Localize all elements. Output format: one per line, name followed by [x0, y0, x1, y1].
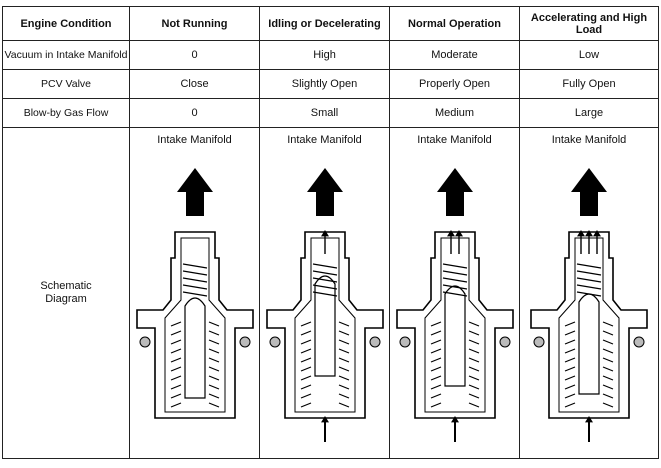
header-row: Engine Condition Not Running Idling or D… — [2, 6, 659, 41]
table-cell: Medium — [389, 98, 520, 128]
outflow-arrow-icon — [571, 168, 607, 216]
pcv-valve-table: Engine Condition Not Running Idling or D… — [2, 6, 659, 459]
intake-manifold-label: Intake Manifold — [417, 134, 492, 146]
table-cell: Slightly Open — [259, 69, 390, 99]
table-row: PCV Valve Close Slightly Open Properly O… — [2, 69, 659, 99]
valve-plunger — [314, 275, 336, 377]
row-label-blowby: Blow-by Gas Flow — [2, 98, 130, 128]
flow-arrow-head-icon — [321, 230, 329, 237]
table-cell: Properly Open — [389, 69, 520, 99]
schematic-cell-idling: Intake Manifold — [259, 127, 390, 459]
header-accelerating: Accelerating and High Load — [519, 6, 659, 41]
lower-spring — [564, 321, 576, 408]
o-ring-icon — [369, 336, 381, 348]
o-ring-icon — [399, 336, 411, 348]
table-cell: Close — [129, 69, 260, 99]
upper-spring — [442, 263, 468, 297]
valve-housing — [530, 231, 648, 419]
table-cell: Fully Open — [519, 69, 659, 99]
o-ring-icon — [269, 336, 281, 348]
header-normal-operation: Normal Operation — [389, 6, 520, 41]
valve-bore — [164, 237, 226, 413]
inflow-arrow-head-icon — [451, 416, 459, 423]
valve-housing — [396, 231, 514, 419]
o-ring-icon — [139, 336, 151, 348]
table-row: Blow-by Gas Flow 0 Small Medium Large — [2, 98, 659, 128]
valve-plunger — [444, 285, 466, 387]
flow-arrow-head-icon — [585, 230, 593, 237]
valve-plunger — [578, 293, 600, 395]
schematic-label-line2: Diagram — [45, 293, 87, 305]
table-cell: Small — [259, 98, 390, 128]
valve-bore — [558, 237, 620, 413]
inflow-arrow-head-icon — [585, 416, 593, 423]
header-not-running: Not Running — [129, 6, 260, 41]
schematic-label-line1: Schematic — [40, 280, 92, 292]
valve-housing — [266, 231, 384, 419]
lower-spring — [468, 321, 480, 408]
o-ring-icon — [633, 336, 645, 348]
intake-manifold-label: Intake Manifold — [287, 134, 362, 146]
header-engine-condition: Engine Condition — [2, 6, 130, 41]
lower-spring — [338, 321, 350, 408]
valve-bore — [424, 237, 486, 413]
flow-arrow-head-icon — [577, 230, 585, 237]
flow-arrow-head-icon — [455, 230, 463, 237]
table-cell: High — [259, 40, 390, 70]
inflow-arrow-head-icon — [321, 416, 329, 423]
upper-spring — [182, 263, 208, 297]
schematic-cell-not-running: Intake Manifold — [129, 127, 260, 459]
upper-spring — [576, 263, 602, 297]
row-label-schematic: Schematic Diagram — [2, 127, 130, 459]
schematic-cell-accelerating: Intake Manifold — [519, 127, 659, 459]
pcv-valve-slightly-open-diagram — [266, 168, 384, 442]
header-idling: Idling or Decelerating — [259, 6, 390, 41]
table-cell: Large — [519, 98, 659, 128]
flow-arrow-head-icon — [447, 230, 455, 237]
valve-plunger — [184, 297, 206, 399]
intake-manifold-label: Intake Manifold — [157, 134, 232, 146]
table-cell: Moderate — [389, 40, 520, 70]
lower-spring — [208, 321, 220, 408]
outflow-arrow-icon — [437, 168, 473, 216]
o-ring-icon — [533, 336, 545, 348]
o-ring-icon — [499, 336, 511, 348]
table-cell: 0 — [129, 98, 260, 128]
o-ring-icon — [239, 336, 251, 348]
valve-housing — [136, 231, 254, 419]
row-label-pcv-valve: PCV Valve — [2, 69, 130, 99]
upper-spring — [312, 263, 338, 297]
pcv-valve-properly-open-diagram — [396, 168, 514, 442]
outflow-arrow-icon — [177, 168, 213, 216]
flow-arrow-head-icon — [593, 230, 601, 237]
lower-spring — [300, 321, 312, 408]
table-row: Vacuum in Intake Manifold 0 High Moderat… — [2, 40, 659, 70]
intake-manifold-label: Intake Manifold — [551, 134, 627, 146]
schematic-cell-normal: Intake Manifold — [389, 127, 520, 459]
lower-spring — [430, 321, 442, 408]
pcv-valve-fully-open-diagram — [530, 168, 648, 442]
table-cell: 0 — [129, 40, 260, 70]
pcv-valve-closed-diagram — [136, 168, 254, 419]
valve-bore — [294, 237, 356, 413]
table-cell: Low — [519, 40, 659, 70]
lower-spring — [602, 321, 614, 408]
schematic-row: Schematic Diagram Intake Manifold Intake… — [2, 127, 659, 459]
outflow-arrow-icon — [307, 168, 343, 216]
row-label-vacuum: Vacuum in Intake Manifold — [2, 40, 130, 70]
lower-spring — [170, 321, 182, 408]
